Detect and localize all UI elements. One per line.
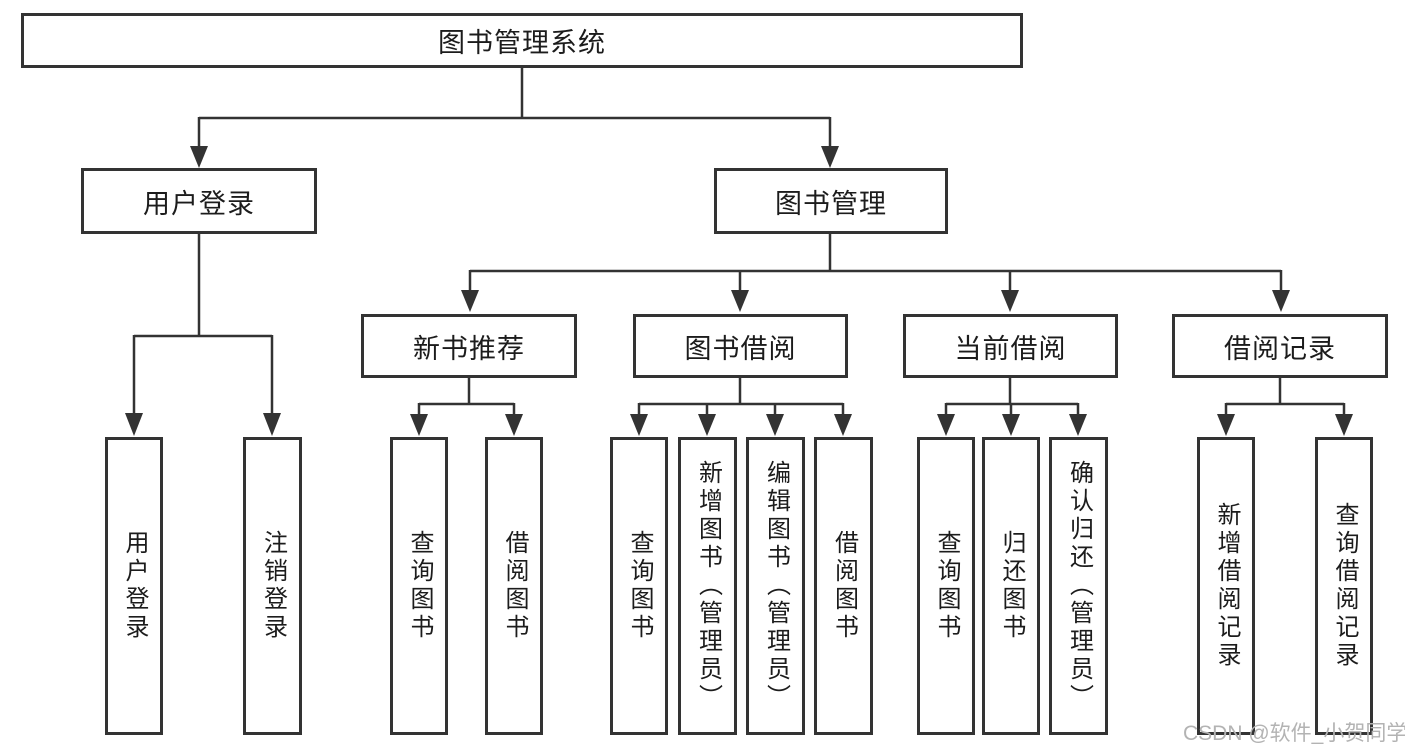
- node-label: 新增借阅记录: [1213, 502, 1240, 670]
- leaf-query-borrow-record: 查询借阅记录: [1315, 437, 1373, 735]
- leaf-add-borrow-record: 新增借阅记录: [1197, 437, 1255, 735]
- node-label: 借阅记录: [1224, 333, 1336, 364]
- arrowhead-icon: [125, 413, 143, 436]
- arrowhead-icon: [461, 290, 479, 312]
- arrowhead-icon: [937, 414, 955, 436]
- connector-strokes: [132, 67, 1346, 415]
- node-new-book-recommend: 新书推荐: [361, 314, 577, 378]
- leaf-edit-book-admin: 编辑图书（管理员）: [746, 437, 805, 735]
- node-label: 借阅图书: [830, 530, 858, 642]
- arrowhead-icon: [263, 413, 281, 436]
- arrowhead-icon: [698, 414, 716, 436]
- arrowhead-icon: [1002, 414, 1020, 436]
- node-user-login: 用户登录: [81, 168, 317, 234]
- node-label: 查询借阅记录: [1331, 502, 1358, 670]
- arrowhead-icon: [766, 414, 784, 436]
- arrowhead-icon: [1069, 414, 1087, 436]
- arrowhead-icon: [1335, 414, 1353, 436]
- arrowhead-icon: [410, 414, 428, 436]
- node-book-management: 图书管理: [714, 168, 948, 234]
- node-label: 新书推荐: [413, 333, 525, 364]
- node-label: 查询图书: [406, 530, 433, 642]
- node-label: 查询图书: [626, 530, 653, 642]
- node-label: 注销登录: [259, 530, 287, 642]
- connector-arrowheads: [125, 146, 1353, 436]
- arrowhead-icon: [834, 414, 852, 436]
- node-label: 图书管理系统: [438, 28, 606, 58]
- arrowhead-icon: [1272, 290, 1290, 312]
- node-label: 当前借阅: [954, 333, 1067, 364]
- leaf-return-book: 归还图书: [982, 437, 1040, 735]
- arrowhead-icon: [505, 414, 523, 436]
- leaf-confirm-return-admin: 确认归还（管理员）: [1049, 437, 1108, 735]
- leaf-user-login: 用户登录: [105, 437, 163, 735]
- node-label: 图书管理: [775, 188, 887, 219]
- arrowhead-icon: [1217, 414, 1235, 436]
- arrowhead-icon: [731, 290, 749, 312]
- node-label: 借阅图书: [501, 530, 528, 642]
- node-label: 新增图书（管理员）: [694, 460, 722, 712]
- leaf-logout: 注销登录: [243, 437, 302, 735]
- node-label: 归还图书: [998, 530, 1025, 642]
- node-current-borrow: 当前借阅: [903, 314, 1118, 378]
- arrowhead-icon: [190, 146, 208, 168]
- node-label: 图书借阅: [684, 333, 797, 364]
- leaf-query-books-borrow: 查询图书: [610, 437, 668, 735]
- watermark: CSDN @软件_小贺同学: [1183, 722, 1405, 745]
- leaf-query-books-current: 查询图书: [917, 437, 975, 735]
- node-book-borrow: 图书借阅: [633, 314, 848, 378]
- leaf-borrow-books-recommend: 借阅图书: [485, 437, 543, 735]
- node-library-management-system: 图书管理系统: [21, 13, 1023, 68]
- arrowhead-icon: [1001, 290, 1019, 312]
- leaf-borrow-books: 借阅图书: [814, 437, 873, 735]
- arrowhead-icon: [630, 414, 648, 436]
- node-label: 查询图书: [933, 530, 960, 642]
- node-label: 确认归还（管理员）: [1065, 460, 1093, 712]
- leaf-query-books-recommend: 查询图书: [390, 437, 448, 735]
- node-label: 用户登录: [121, 530, 148, 642]
- node-label: 编辑图书（管理员）: [762, 460, 790, 712]
- arrowhead-icon: [821, 146, 839, 168]
- node-borrow-records: 借阅记录: [1172, 314, 1388, 378]
- node-label: 用户登录: [143, 188, 255, 219]
- leaf-add-book-admin: 新增图书（管理员）: [678, 437, 737, 735]
